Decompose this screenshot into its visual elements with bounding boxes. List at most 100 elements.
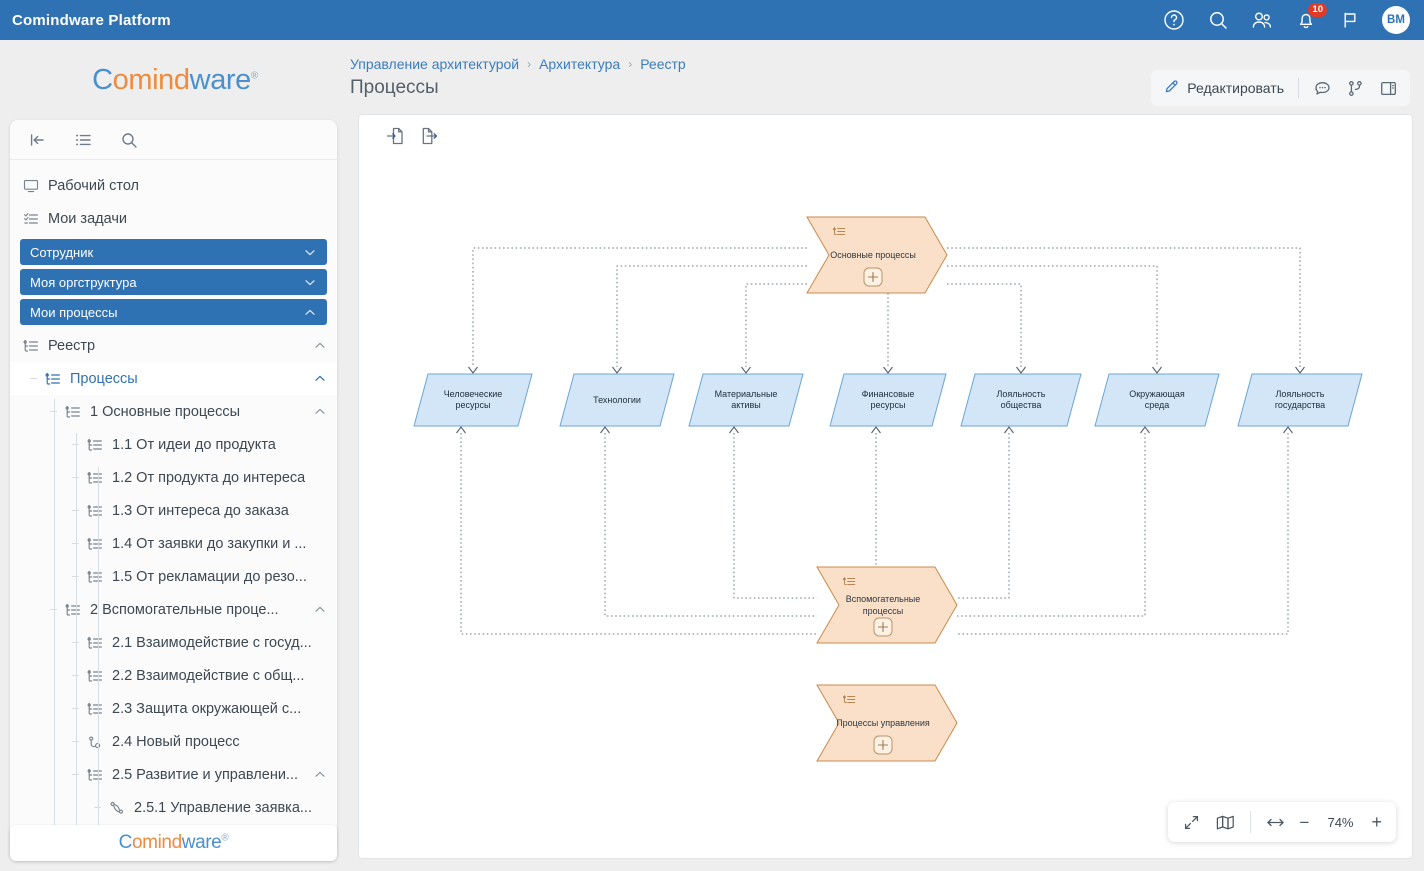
chevron-up-icon[interactable] xyxy=(313,768,327,781)
connector xyxy=(947,247,1301,367)
zoom-out-button[interactable]: − xyxy=(1299,812,1310,832)
process-box[interactable] xyxy=(559,373,675,427)
connector xyxy=(957,433,1010,599)
sidebar-item-label: 1.1 От идеи до продукта xyxy=(112,436,276,453)
sidebar-item-9[interactable]: 1.2 От продукта до интереса xyxy=(10,461,337,494)
node-label: Лояльность xyxy=(1275,389,1324,399)
sidebar-item-12[interactable]: 1.5 От рекламации до резо... xyxy=(10,560,337,593)
process-box[interactable] xyxy=(1237,373,1363,427)
sidebar-item-19[interactable]: 2.5.1 Управление заявка... xyxy=(10,791,337,824)
edit-button[interactable]: Редактировать xyxy=(1163,78,1284,98)
sidebar-item-17[interactable]: 2.4 Новый процесс xyxy=(10,725,337,758)
import-icon[interactable] xyxy=(385,125,407,152)
chevron-node[interactable] xyxy=(816,684,958,762)
arrowhead xyxy=(729,426,739,434)
sidebar-group-4[interactable]: Мои процессы xyxy=(20,299,327,325)
sidebar-item-label: 2.3 Защита окружающей с... xyxy=(112,700,302,717)
app-title: Comindware Platform xyxy=(12,11,171,29)
sidebar-item-14[interactable]: 2.1 Взаимодействие с госуд... xyxy=(10,626,337,659)
sidebar-item-1[interactable]: Мои задачи xyxy=(10,202,337,235)
sidebar-item-15[interactable]: 2.2 Взаимодействие с общ... xyxy=(10,659,337,692)
search-icon[interactable] xyxy=(120,131,138,149)
tree-guide-2 xyxy=(98,467,99,860)
node-label: Окружающая xyxy=(1129,389,1185,399)
breadcrumb-separator: › xyxy=(527,57,532,71)
tree-tick xyxy=(72,477,79,478)
chevron-node[interactable] xyxy=(806,216,948,294)
connector xyxy=(460,433,817,635)
node-label: Процессы управления xyxy=(836,718,930,728)
page-title: Процессы xyxy=(350,77,439,98)
minimap-icon[interactable] xyxy=(1215,813,1236,832)
sidebar-item-11[interactable]: 1.4 От заявки до закупки и ... xyxy=(10,527,337,560)
chevron-down-icon[interactable] xyxy=(303,276,317,289)
arrowhead xyxy=(1140,426,1150,434)
chevron-up-icon[interactable] xyxy=(313,372,327,385)
flow-icon xyxy=(106,800,128,816)
sidebar-item-10[interactable]: 1.3 От интереса до заказа xyxy=(10,494,337,527)
process-box[interactable] xyxy=(1094,373,1220,427)
chevron-down-icon[interactable] xyxy=(303,246,317,259)
branch-icon[interactable] xyxy=(1346,79,1365,98)
chevron-up-icon[interactable] xyxy=(313,339,327,352)
sidebar-item-8[interactable]: 1.1 От идеи до продукта xyxy=(10,428,337,461)
process-box[interactable] xyxy=(688,373,804,427)
plus-icon xyxy=(877,621,889,633)
list-icon[interactable] xyxy=(74,131,92,149)
process-box[interactable] xyxy=(960,373,1082,427)
tree-tick xyxy=(30,378,37,379)
chevron-up-icon[interactable] xyxy=(313,405,327,418)
tree-tick xyxy=(72,543,79,544)
process-box[interactable] xyxy=(829,373,947,427)
comment-icon[interactable] xyxy=(1313,79,1332,98)
registry-icon xyxy=(84,569,106,585)
brand-part-1: C xyxy=(92,63,113,96)
flag-icon[interactable] xyxy=(1338,8,1362,32)
footer-brand-part-3: ware xyxy=(181,832,222,853)
panel-icon[interactable] xyxy=(1379,79,1398,98)
plus-icon xyxy=(867,271,879,283)
sidebar-group-2[interactable]: Сотрудник xyxy=(20,239,327,265)
help-icon[interactable] xyxy=(1162,8,1186,32)
sidebar-item-18[interactable]: 2.5 Развитие и управлени... xyxy=(10,758,337,791)
breadcrumb-item-0[interactable]: Управление архитектурой xyxy=(350,56,520,72)
sidebar-item-label: Мои задачи xyxy=(48,210,128,227)
sidebar-group-3[interactable]: Моя оргструктура xyxy=(20,269,327,295)
node-label: ресурсы xyxy=(871,400,906,410)
breadcrumb-item-2[interactable]: Реестр xyxy=(640,56,686,72)
sidebar-item-13[interactable]: 2 Вспомогательные проце... xyxy=(10,593,337,626)
left-column: Comindware® xyxy=(0,40,350,871)
avatar[interactable]: BM xyxy=(1382,6,1410,34)
search-icon[interactable] xyxy=(1206,8,1230,32)
footer-brand-part-1: C xyxy=(118,832,133,853)
people-icon[interactable] xyxy=(1250,8,1274,32)
bell-icon[interactable]: 10 xyxy=(1294,3,1327,32)
brand-logo: Comindware® xyxy=(0,40,350,120)
connector xyxy=(745,283,807,367)
process-box[interactable] xyxy=(413,373,533,427)
sidebar-item-16[interactable]: 2.3 Защита окружающей с... xyxy=(10,692,337,725)
zoom-in-button[interactable]: + xyxy=(1371,812,1382,832)
sidebar-item-7[interactable]: 1 Основные процессы xyxy=(10,395,337,428)
footer-brand-registered-mark: ® xyxy=(221,832,229,844)
sidebar-item-label: Реестр xyxy=(48,337,96,354)
chevron-up-icon[interactable] xyxy=(303,306,317,319)
fit-width-icon[interactable] xyxy=(1265,813,1286,832)
arrowhead xyxy=(1004,426,1014,434)
tree-tick xyxy=(72,774,79,775)
chevron-up-icon[interactable] xyxy=(313,603,327,616)
sidebar-item-0[interactable]: Рабочий стол xyxy=(10,169,337,202)
sidebar-item-6[interactable]: Процессы xyxy=(10,362,337,395)
breadcrumb-item-1[interactable]: Архитектура xyxy=(539,56,621,72)
collapse-left-icon[interactable] xyxy=(28,131,46,149)
tree-tick xyxy=(50,609,57,610)
chevron-node[interactable] xyxy=(816,566,958,644)
sidebar-item-5[interactable]: Реестр xyxy=(10,329,337,362)
top-bar-actions: 10 BM xyxy=(1162,3,1424,34)
export-icon[interactable] xyxy=(419,125,441,152)
registry-icon xyxy=(84,470,106,486)
expand-icon[interactable] xyxy=(1182,813,1201,832)
